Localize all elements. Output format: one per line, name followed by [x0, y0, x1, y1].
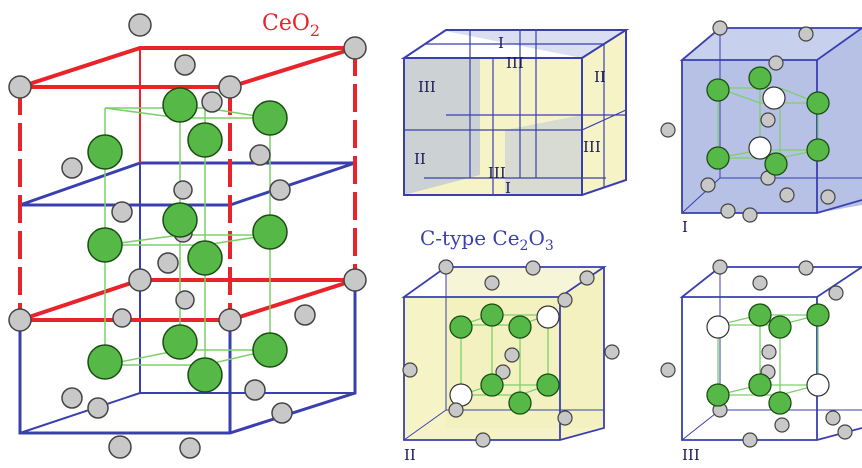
- cation-atoms: [87, 87, 288, 393]
- cation: [87, 344, 123, 380]
- ctype-label: C-type Ce2O3: [420, 226, 554, 254]
- anion: [111, 201, 133, 223]
- cation: [162, 202, 198, 238]
- cation: [87, 134, 123, 170]
- subcell-label-III: III: [682, 446, 700, 464]
- anion: [179, 437, 201, 459]
- subcell-label-I: I: [682, 218, 688, 236]
- cation: [187, 122, 223, 158]
- cation: [162, 324, 198, 360]
- cation: [252, 214, 288, 250]
- cation: [187, 357, 223, 393]
- anion: [249, 144, 271, 166]
- subcell-I: I: [660, 20, 862, 236]
- anion: [128, 268, 152, 292]
- anion: [271, 402, 293, 424]
- anion: [61, 157, 83, 179]
- anion: [218, 308, 242, 332]
- anion: [157, 252, 179, 274]
- ctype-partition-cube: I III II III II III III I: [400, 29, 630, 197]
- fluorite-stack: CeO2: [8, 11, 367, 459]
- ceo2-label: CeO2: [262, 11, 320, 40]
- region-label-I: I: [505, 179, 511, 197]
- anion: [174, 54, 196, 76]
- anion: [269, 179, 291, 201]
- region-label-III: III: [418, 78, 436, 96]
- region-label-III: III: [488, 164, 506, 182]
- anion: [343, 36, 367, 60]
- subcell-II: II: [401, 259, 620, 464]
- region-label-II: II: [594, 68, 606, 86]
- subcell-III: III: [660, 259, 862, 464]
- region-label-III: III: [583, 138, 601, 156]
- subcell-label-II: II: [404, 446, 416, 464]
- cation: [187, 240, 223, 276]
- region-label-I: I: [498, 34, 504, 52]
- anion: [201, 91, 223, 113]
- anion-atoms: [8, 13, 367, 459]
- anion: [244, 379, 266, 401]
- region-label-II: II: [414, 150, 426, 168]
- cation: [252, 100, 288, 136]
- anion: [128, 13, 152, 37]
- cation: [252, 332, 288, 368]
- anion: [112, 308, 132, 328]
- anion: [343, 268, 367, 292]
- anion: [8, 308, 32, 332]
- anion: [61, 387, 83, 409]
- anion: [108, 435, 132, 459]
- anion: [218, 75, 242, 99]
- anion: [173, 180, 193, 200]
- anion: [8, 75, 32, 99]
- region-label-III: III: [506, 54, 524, 72]
- anion: [87, 397, 109, 419]
- cation: [87, 227, 123, 263]
- anion: [294, 304, 316, 326]
- cation: [162, 87, 198, 123]
- anion: [175, 290, 195, 310]
